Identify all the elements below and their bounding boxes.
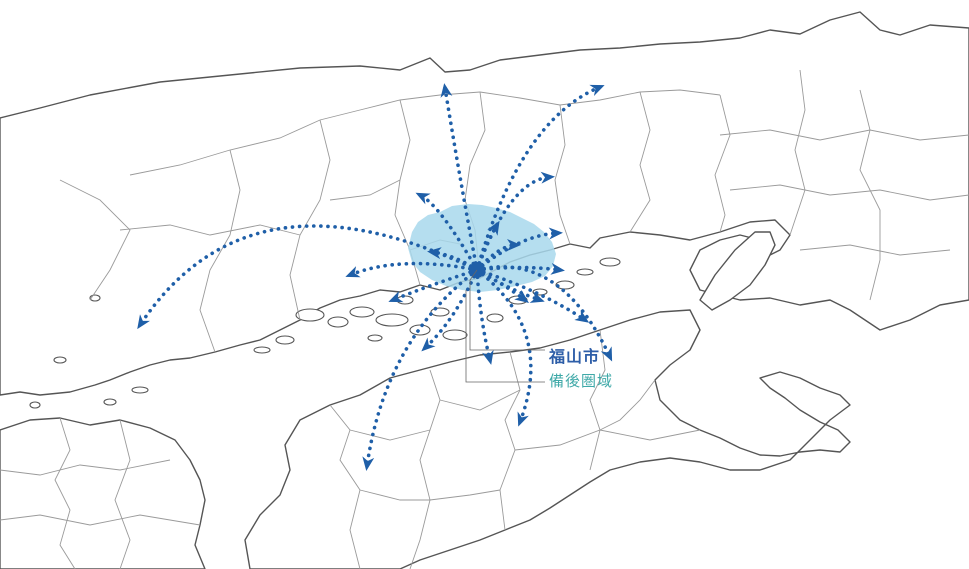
commuting-flow-arrows <box>137 83 613 471</box>
shikoku-landmass <box>244 309 851 569</box>
flow-arrow <box>475 265 613 362</box>
flow-arrow <box>475 268 590 323</box>
flow-arrow <box>475 268 533 427</box>
kyushu-landmass <box>0 417 206 569</box>
flow-arrow <box>421 268 479 352</box>
fukuyama-city-label: 福山市 <box>549 347 601 366</box>
coastlines <box>0 11 969 569</box>
awaji-island <box>699 231 776 311</box>
flow-arrow <box>475 220 500 272</box>
label-leader-lines <box>465 269 545 383</box>
flow-arrow <box>415 192 479 272</box>
flow-arrow <box>475 239 521 272</box>
flow-arrow <box>475 262 565 275</box>
flow-arrow <box>440 83 479 272</box>
honshu-landmass <box>0 11 969 396</box>
flow-arrow <box>137 224 479 330</box>
bingo-region-label: 備後圏域 <box>549 372 614 390</box>
flow-arrow <box>362 268 479 471</box>
flow-arrow <box>345 261 479 278</box>
